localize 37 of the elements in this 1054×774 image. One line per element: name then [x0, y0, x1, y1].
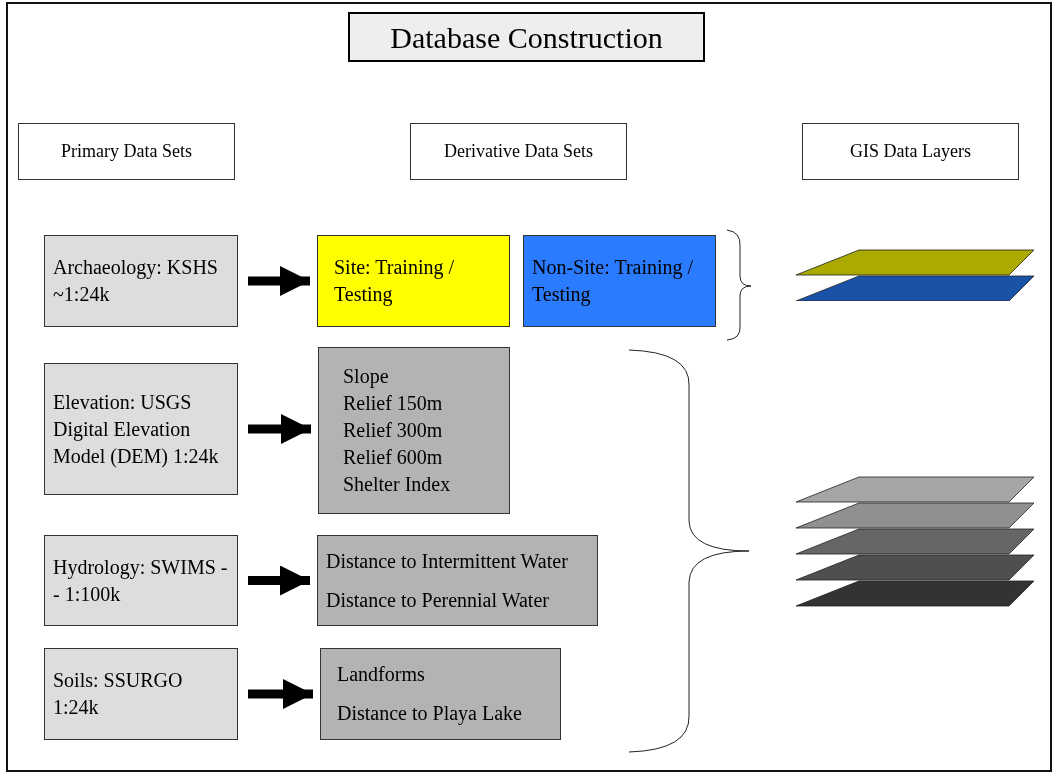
- box-text: Relief 600m: [343, 445, 444, 470]
- arrow: [248, 266, 310, 296]
- box-text: Shelter Index: [343, 472, 452, 497]
- column-header: [18, 123, 235, 180]
- box-text: Slope: [343, 364, 390, 390]
- source-box: [44, 235, 238, 327]
- box-text: Site: Training / Testing: [334, 255, 456, 308]
- box-text: Distance to Playa Lake: [337, 701, 523, 727]
- derivative-box: [318, 347, 510, 514]
- arrow: [248, 414, 311, 444]
- arrow: [248, 565, 310, 596]
- derivative-box: [317, 535, 598, 626]
- derivative-box: [320, 648, 561, 740]
- source-box: [44, 363, 238, 495]
- box-text: Hydrology: SWIMS -- 1:100k: [53, 554, 229, 607]
- box-text: Archaeology: KSHS ~1:24k: [53, 255, 219, 307]
- box-text: GIS Data Layers: [850, 140, 971, 164]
- source-box: [44, 648, 238, 740]
- layer-stack-drawing: [795, 476, 1035, 610]
- box-text: Relief 300m: [343, 418, 444, 443]
- box-text: Primary Data Sets: [61, 140, 192, 164]
- box-text: Distance to Intermittent Water: [326, 548, 569, 574]
- box-text: Derivative Data Sets: [444, 140, 593, 164]
- source-box: [44, 535, 238, 626]
- column-header: [410, 123, 627, 180]
- layer-stack-drawing: [795, 249, 1035, 301]
- box-text: Relief 150m: [343, 391, 444, 416]
- box-text: Landforms: [337, 662, 426, 687]
- box-text: Distance to Perennial Water: [326, 587, 550, 613]
- box-text: Non-Site: Training / Testing: [532, 255, 695, 308]
- column-header: [802, 123, 1019, 180]
- title-box: Database Construction: [348, 12, 705, 62]
- derivative-box: [523, 235, 716, 327]
- arrow: [248, 679, 313, 709]
- box-text: Elevation: USGS Digital Elevation Model (DEM) 1:24k: [53, 389, 220, 470]
- box-text: Soils: SSURGO 1:24k: [53, 668, 184, 720]
- derivative-box: [317, 235, 510, 327]
